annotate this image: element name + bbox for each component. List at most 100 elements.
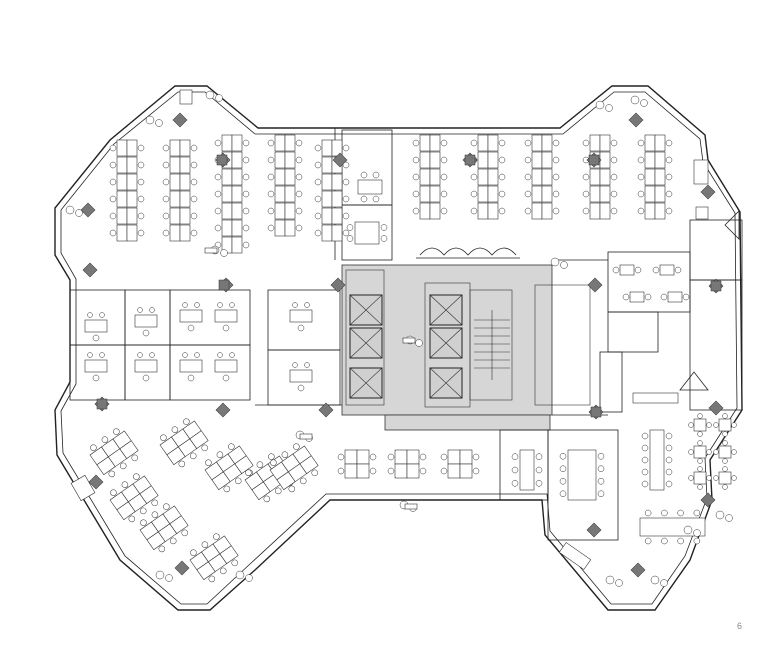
chair [597,453,605,460]
chair [220,567,227,575]
chair [665,173,673,181]
office-desk [179,359,203,373]
chair [552,190,560,198]
chair [582,190,590,198]
chair [160,434,167,441]
chair [242,173,250,181]
chair [201,541,209,548]
workstation [487,202,499,220]
office-desk [84,359,108,373]
workstation [599,202,611,220]
chair [387,453,395,461]
chair [337,467,345,475]
chair [440,156,448,164]
chair [228,443,235,450]
cafe-table [718,445,732,459]
chair [498,207,506,215]
workstation [599,134,611,152]
chair [182,352,188,358]
sofa [70,474,96,502]
chair [677,509,684,517]
chair [697,413,703,419]
chair [222,374,230,382]
workstation [126,139,138,157]
chair [190,195,198,203]
workstation [169,190,181,208]
column [630,562,646,578]
chair [101,436,109,443]
chair [137,229,145,237]
workstation [274,134,286,152]
counter [632,392,679,404]
chair [292,362,298,368]
chair [722,431,728,437]
chair [214,139,222,147]
workstation [589,185,601,203]
chair [652,266,660,274]
chair [641,444,649,452]
workstation [221,134,233,152]
workstation [284,168,296,186]
chair [120,462,127,470]
chair [137,212,145,220]
chair [149,352,155,358]
column [332,152,348,168]
chair [181,529,188,537]
side-chair [220,249,228,257]
chair [582,139,590,147]
chair [342,229,350,237]
chair [163,503,170,510]
chair [92,374,100,382]
side-chair [660,579,668,587]
chair [99,312,105,318]
chair [137,195,145,203]
workstation [126,173,138,191]
workstation [419,168,431,186]
chair [731,422,737,428]
side-chair [693,529,701,537]
chair [217,302,223,308]
small-furniture [65,89,733,587]
chair [263,495,271,503]
column [80,202,96,218]
chair [242,207,250,215]
chair [190,549,197,556]
chair [412,173,420,181]
chair [637,173,645,181]
workstation [274,168,286,186]
workstation [126,190,138,208]
workstation [126,207,138,225]
chair [440,139,448,147]
workstation [231,219,243,237]
workstation [459,449,473,465]
elevator-cross [429,327,463,359]
chair [109,161,117,169]
workstation [541,151,553,169]
chair [92,334,100,342]
workstation [487,151,499,169]
chair [511,466,519,474]
chair [722,413,728,419]
chair [597,478,605,485]
chair [162,144,170,152]
chair [387,467,395,475]
chair [688,449,694,455]
office-desk [179,309,203,323]
conference-table [357,179,383,195]
workstation [116,156,128,174]
side-chair [245,574,253,582]
office-desk [289,309,313,323]
chair [713,475,719,481]
conference-table [649,429,665,491]
chair [242,190,250,198]
workstation [459,463,473,479]
workstation [284,202,296,220]
chair [713,449,719,455]
side-chair [550,257,560,267]
chair [275,487,282,495]
side-chair [650,575,660,585]
chair [369,467,377,475]
side-chair [75,209,83,217]
workstation [419,134,431,152]
workstation [654,134,666,152]
